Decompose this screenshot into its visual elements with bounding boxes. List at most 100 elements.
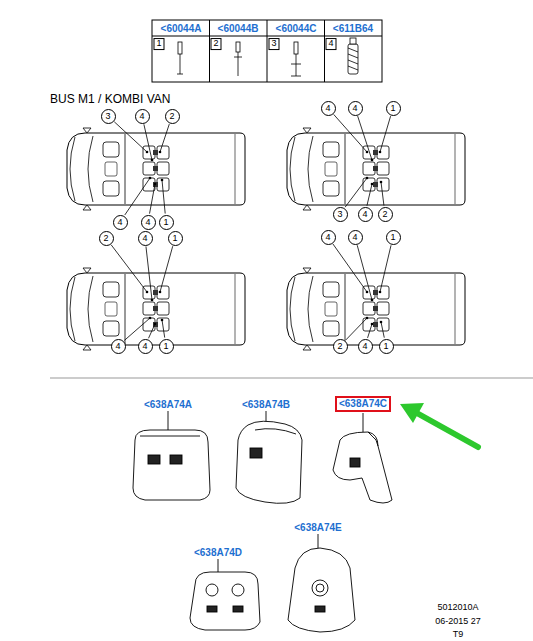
part-number: <638A74C: [339, 398, 387, 410]
leader-dot: [154, 183, 157, 186]
leader-line: [358, 116, 372, 160]
leader-line: [150, 184, 155, 214]
leader-dot: [149, 177, 152, 180]
cell-number: 4: [325, 38, 336, 50]
footer-code: 5012010A: [437, 603, 478, 613]
callout-number: 4: [139, 112, 144, 121]
leader-dot: [366, 317, 369, 320]
callout-number: 1: [163, 342, 168, 351]
footer-code: 06-2015 27: [435, 617, 481, 627]
callout-circle: 4: [113, 215, 128, 230]
leader-dot: [154, 323, 157, 326]
leader-line: [334, 114, 367, 152]
callout-number: 2: [337, 342, 342, 351]
leader-line: [380, 245, 391, 292]
callout-number: 3: [105, 112, 110, 121]
callout-number: 2: [103, 234, 108, 243]
leader-line: [125, 178, 150, 215]
callout-circle: 1: [386, 230, 401, 245]
leader-dot: [159, 151, 162, 154]
callout-circle: 1: [159, 215, 174, 230]
callout-number: 4: [352, 104, 357, 113]
callout-number: 3: [337, 210, 342, 219]
callout-number: 1: [172, 234, 177, 243]
callout-circle: 4: [141, 215, 156, 230]
highlight-box: <638A74C: [335, 396, 391, 412]
callout-circle: 4: [111, 339, 126, 354]
callout-number: 1: [163, 218, 168, 227]
section-title: BUS M1 / KOMBI VAN: [50, 93, 170, 106]
callout-number: 1: [390, 233, 395, 242]
leader-dot: [366, 291, 369, 294]
leader-line: [381, 322, 384, 338]
callout-circle: 3: [101, 109, 116, 124]
leader-dot: [151, 299, 154, 302]
callout-number: 4: [145, 218, 150, 227]
callout-circle: 1: [386, 101, 401, 116]
leader-line: [380, 116, 391, 152]
callout-number: 4: [142, 234, 147, 243]
footer-code: T9: [453, 630, 464, 640]
leader-dot: [371, 323, 374, 326]
part-number: <638A74D: [194, 547, 242, 558]
part-number: <60044C: [276, 23, 317, 34]
leader-line: [149, 324, 155, 338]
cell-number: 2: [210, 38, 221, 50]
leader-dot: [366, 151, 369, 154]
part-number: <638A74A: [144, 399, 192, 410]
cell-number: 3: [268, 38, 279, 50]
leader-line: [124, 318, 150, 340]
leader-dot: [159, 291, 162, 294]
leader-dot: [149, 317, 152, 320]
callout-number: 4: [115, 342, 120, 351]
callout-number: 4: [352, 233, 357, 242]
leader-line: [162, 320, 165, 338]
leader-dot: [380, 321, 383, 324]
callout-number: 4: [362, 342, 367, 351]
callout-number: 4: [117, 218, 122, 227]
callout-circle: 4: [348, 230, 363, 245]
callout-circle: 3: [333, 207, 348, 222]
leader-dot: [161, 179, 164, 182]
callout-number: 2: [169, 112, 174, 121]
leader-line: [345, 178, 367, 207]
leader-line: [162, 180, 165, 214]
leader-line: [333, 244, 367, 292]
callout-circle: 4: [358, 339, 373, 354]
callout-circle: 4: [138, 231, 153, 246]
leader-dot: [371, 183, 374, 186]
callout-circle: 2: [165, 109, 180, 124]
part-number: <638A74E: [294, 522, 342, 533]
leader-dot: [146, 291, 149, 294]
callout-circle: 4: [135, 109, 150, 124]
callout-number: 4: [142, 342, 147, 351]
leader-line: [146, 246, 152, 300]
part-number: <611B64: [333, 23, 373, 34]
leader-dot: [366, 177, 369, 180]
leader-dot: [380, 181, 383, 184]
leader-line: [381, 182, 384, 206]
leader-line: [357, 245, 372, 300]
part-number: <60044B: [218, 23, 259, 34]
callout-circle: 1: [168, 231, 183, 246]
leader-line: [367, 184, 372, 206]
leader-line: [346, 318, 367, 340]
leader-dot: [151, 159, 154, 162]
callout-circle: 4: [321, 101, 336, 116]
leader-dot: [146, 151, 149, 154]
leader-dot: [379, 291, 382, 294]
leader-line: [144, 124, 152, 160]
leader-line: [114, 122, 147, 152]
callout-number: 2: [382, 210, 387, 219]
cell-number: 1: [153, 38, 164, 50]
callout-number: 1: [383, 342, 388, 351]
leader-line: [160, 246, 173, 292]
callout-number: 1: [390, 104, 395, 113]
leader-line: [160, 124, 169, 152]
leader-line: [111, 245, 147, 292]
leader-dot: [371, 299, 374, 302]
callout-circle: 1: [379, 339, 394, 354]
callout-circle: 2: [333, 339, 348, 354]
leader-line: [368, 324, 372, 338]
part-number: <638A74B: [242, 399, 290, 410]
